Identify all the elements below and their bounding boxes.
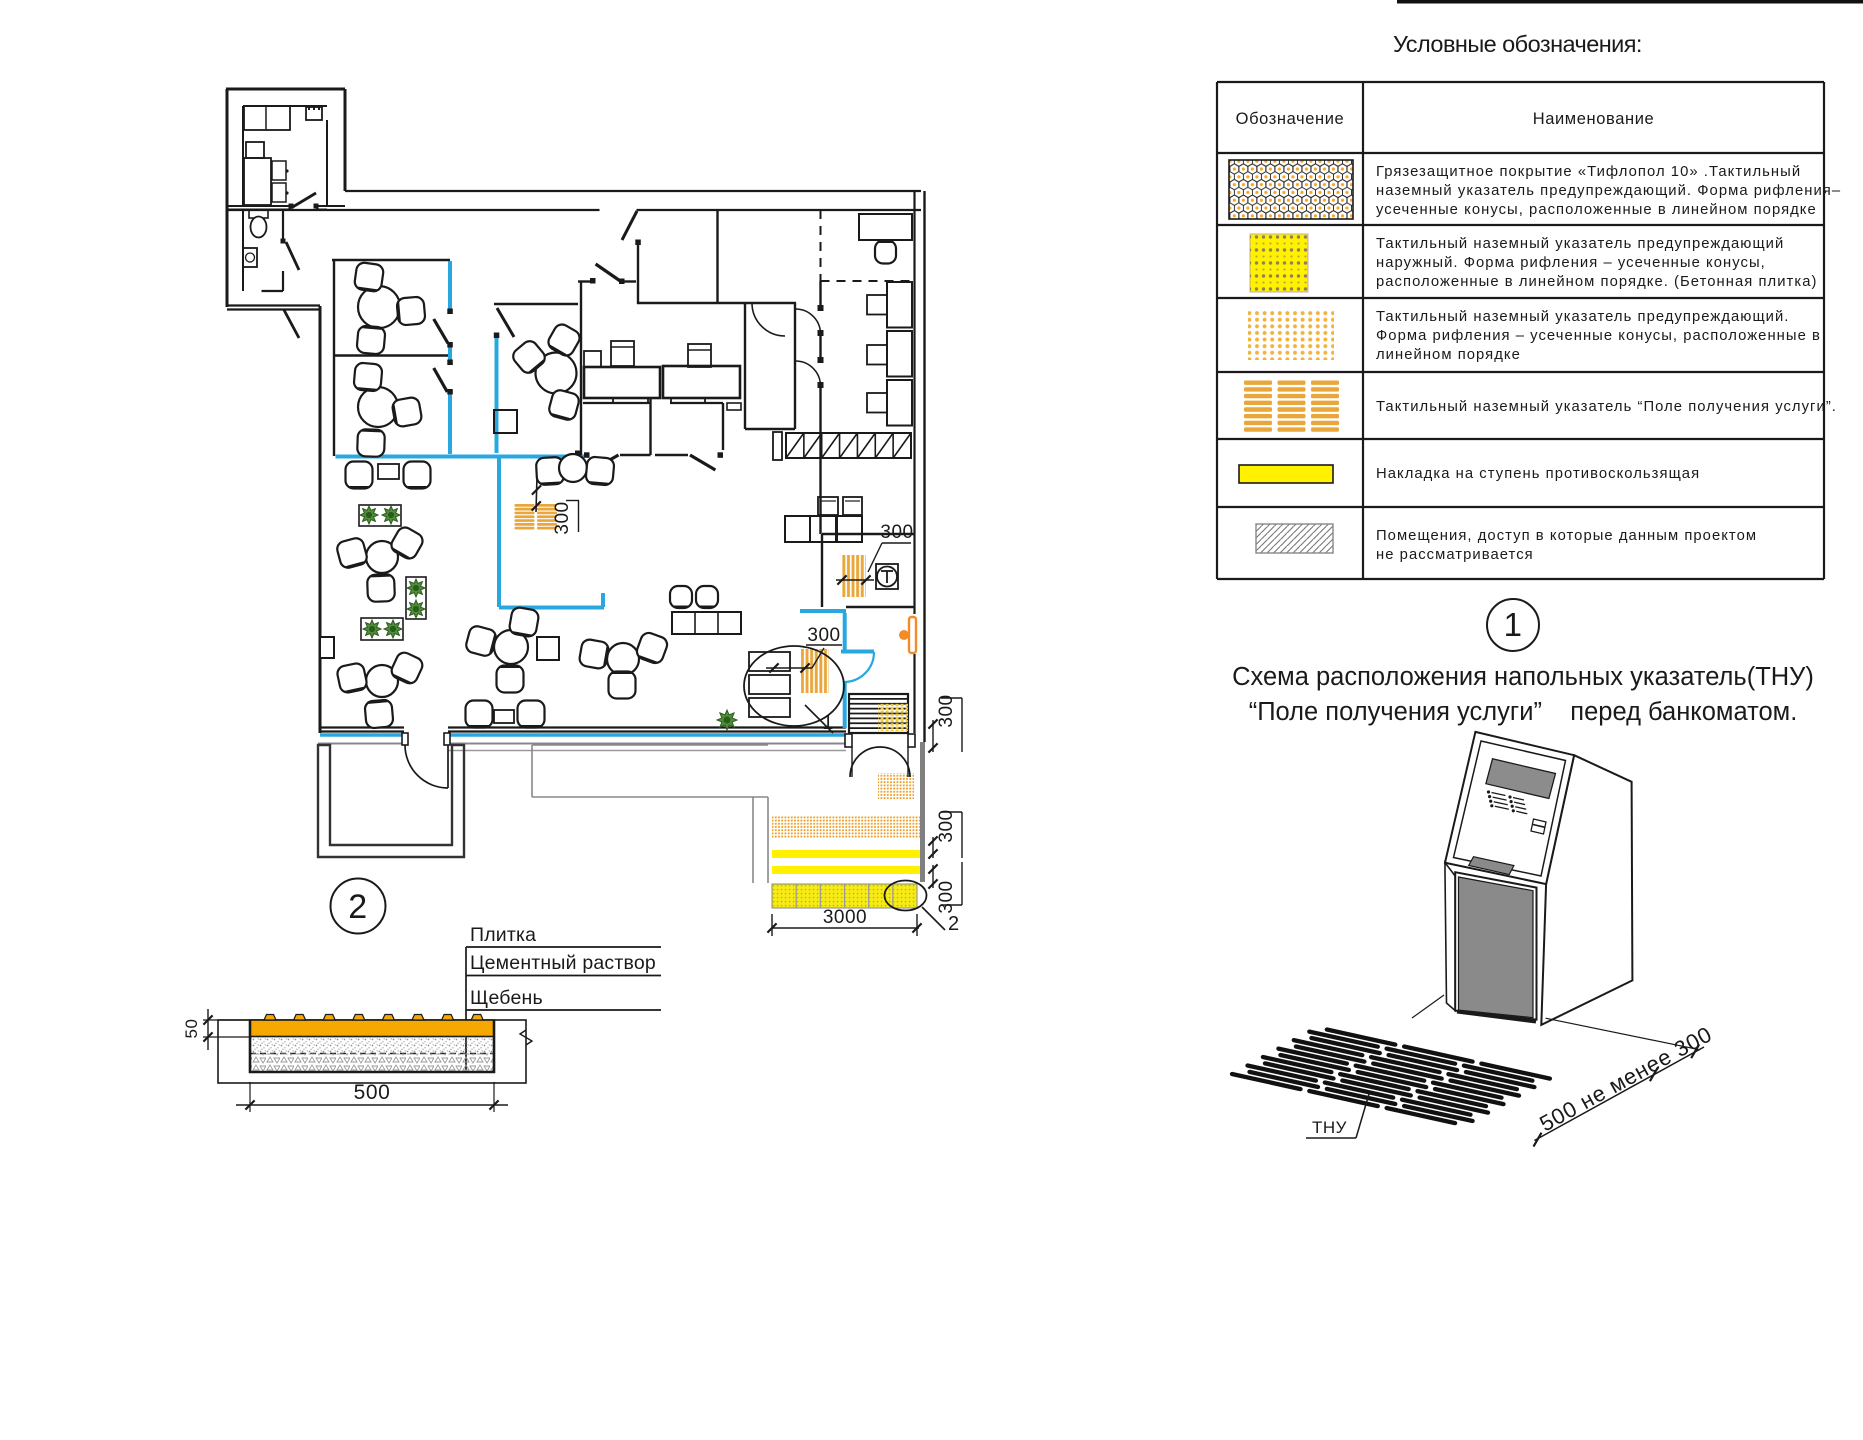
svg-text:не рассматривается: не рассматривается: [1376, 547, 1534, 563]
svg-text:Схема расположения напольных у: Схема расположения напольных указатель(Т…: [1232, 663, 1814, 691]
svg-text:Тактильный наземный указатель: Тактильный наземный указатель предупрежд…: [1376, 236, 1784, 252]
svg-text:300: 300: [936, 694, 957, 727]
svg-text:500 не менее 300: 500 не менее 300: [1535, 1021, 1716, 1136]
svg-text:Тактильный наземный указатель: Тактильный наземный указатель предупрежд…: [1376, 309, 1789, 325]
svg-text:Накладка на ступень противоско: Накладка на ступень противоскользящая: [1376, 466, 1700, 482]
svg-text:Условные обозначения:: Условные обозначения:: [1393, 31, 1642, 57]
svg-text:“Поле получения услуги” пер: “Поле получения услуги” перед банкоматом…: [1249, 698, 1798, 726]
svg-text:300: 300: [552, 501, 573, 534]
svg-text:3000: 3000: [823, 907, 867, 928]
svg-text:расположенные в линейном поряд: расположенные в линейном порядке. (Бетон…: [1376, 274, 1817, 290]
svg-text:Щебень: Щебень: [470, 987, 543, 1009]
svg-text:1: 1: [822, 712, 834, 734]
svg-text:500: 500: [354, 1081, 391, 1104]
svg-text:Форма рифления – усеченные кон: Форма рифления – усеченные конусы, распо…: [1376, 328, 1821, 344]
svg-text:ТНУ: ТНУ: [1312, 1118, 1347, 1137]
svg-text:наружный. Форма рифления – усе: наружный. Форма рифления – усеченные кон…: [1376, 255, 1766, 271]
svg-text:300: 300: [807, 625, 840, 646]
svg-text:300: 300: [880, 522, 913, 543]
svg-text:Наименование: Наименование: [1533, 110, 1655, 128]
svg-text:Грязезащитное покрытие «Тифлоп: Грязезащитное покрытие «Тифлопол 10» .Та…: [1376, 164, 1801, 180]
svg-text:Цементный раствор: Цементный раствор: [470, 952, 656, 974]
svg-text:линейном порядке: линейном порядке: [1376, 347, 1521, 363]
svg-text:Плитка: Плитка: [470, 924, 536, 946]
svg-text:Тактильный наземный указатель: Тактильный наземный указатель “Поле полу…: [1376, 399, 1837, 415]
svg-text:Помещения, доступ в которые да: Помещения, доступ в которые данным проек…: [1376, 528, 1757, 544]
svg-text:Обозначение: Обозначение: [1236, 110, 1345, 128]
svg-text:1: 1: [1504, 606, 1523, 643]
svg-text:50: 50: [182, 1019, 201, 1039]
svg-text:2: 2: [348, 888, 367, 926]
svg-text:300: 300: [936, 809, 957, 842]
svg-text:наземный указатель предупрежда: наземный указатель предупреждающий. Форм…: [1376, 183, 1841, 199]
svg-text:усеченные конусы, расположенны: усеченные конусы, расположенные в линейн…: [1376, 202, 1817, 218]
svg-text:300: 300: [936, 880, 957, 913]
svg-text:2: 2: [948, 913, 960, 935]
